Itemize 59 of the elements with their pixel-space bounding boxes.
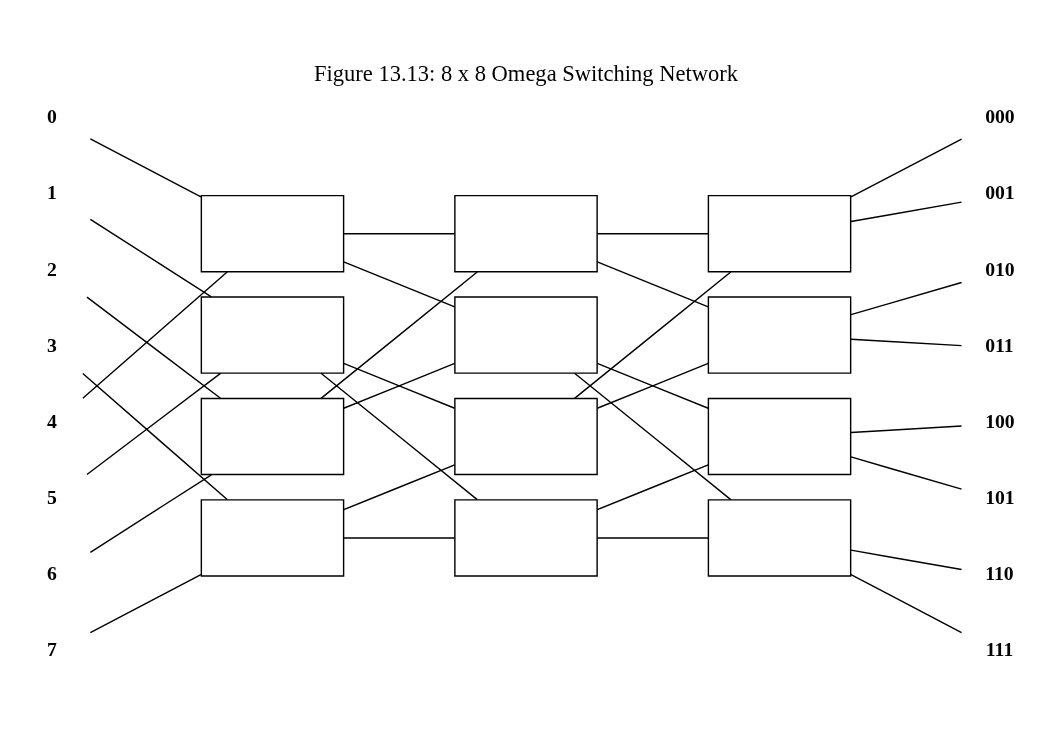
- connector: [850, 425, 963, 434]
- connector: [343, 464, 456, 511]
- node-text: 111: [985, 637, 1014, 660]
- connector: [86, 372, 222, 476]
- node-text: 110: [985, 561, 1014, 584]
- node-box: [707, 397, 852, 476]
- connector: [850, 138, 963, 198]
- node-text: 011: [985, 333, 1014, 356]
- node-text: 2: [47, 257, 57, 280]
- node-text: 000: [985, 105, 1015, 128]
- diagram-title: Figure 13.13: 8 x 8 Omega Switching Network: [314, 61, 738, 87]
- connector: [343, 362, 456, 409]
- connector: [82, 271, 228, 399]
- node-box: [707, 296, 852, 374]
- node-box: [454, 296, 598, 374]
- connector: [850, 281, 963, 316]
- connector: [82, 372, 228, 501]
- connector: [850, 573, 963, 634]
- connector: [573, 372, 732, 501]
- connector: [89, 138, 202, 198]
- node-text: 5: [47, 485, 57, 508]
- connector: [596, 362, 709, 409]
- node-text: 3: [47, 333, 57, 356]
- node-box: [454, 194, 598, 273]
- node-box: [454, 499, 598, 577]
- connector: [343, 261, 456, 308]
- connector: [596, 464, 709, 511]
- node-text: 6: [47, 561, 57, 584]
- connector: [320, 271, 478, 400]
- node-box: [454, 397, 598, 476]
- node-text: 7: [47, 637, 57, 660]
- node-text: 100: [985, 409, 1015, 432]
- node-text: 101: [985, 485, 1015, 508]
- connector: [89, 218, 213, 298]
- connector: [850, 549, 963, 571]
- connector: [343, 233, 456, 235]
- node-text: 4: [47, 409, 57, 432]
- node-box: [200, 397, 345, 476]
- connector: [850, 201, 963, 223]
- node-text: 0: [47, 105, 57, 128]
- connector: [596, 261, 709, 308]
- node-box: [200, 194, 345, 273]
- connector: [320, 372, 478, 501]
- node-box: [707, 194, 852, 273]
- connector: [596, 233, 709, 235]
- node-text: 001: [985, 181, 1015, 204]
- node-text: 1: [47, 181, 57, 204]
- connector: [89, 474, 213, 553]
- node-box: [200, 296, 345, 374]
- node-box: [707, 499, 852, 577]
- connector: [850, 338, 963, 347]
- connector: [86, 296, 222, 399]
- connector: [343, 537, 456, 539]
- connector: [573, 271, 732, 400]
- node-text: 010: [985, 257, 1015, 280]
- node-box: [200, 499, 345, 577]
- connector: [596, 537, 709, 539]
- connector: [850, 456, 963, 490]
- connector: [89, 574, 202, 634]
